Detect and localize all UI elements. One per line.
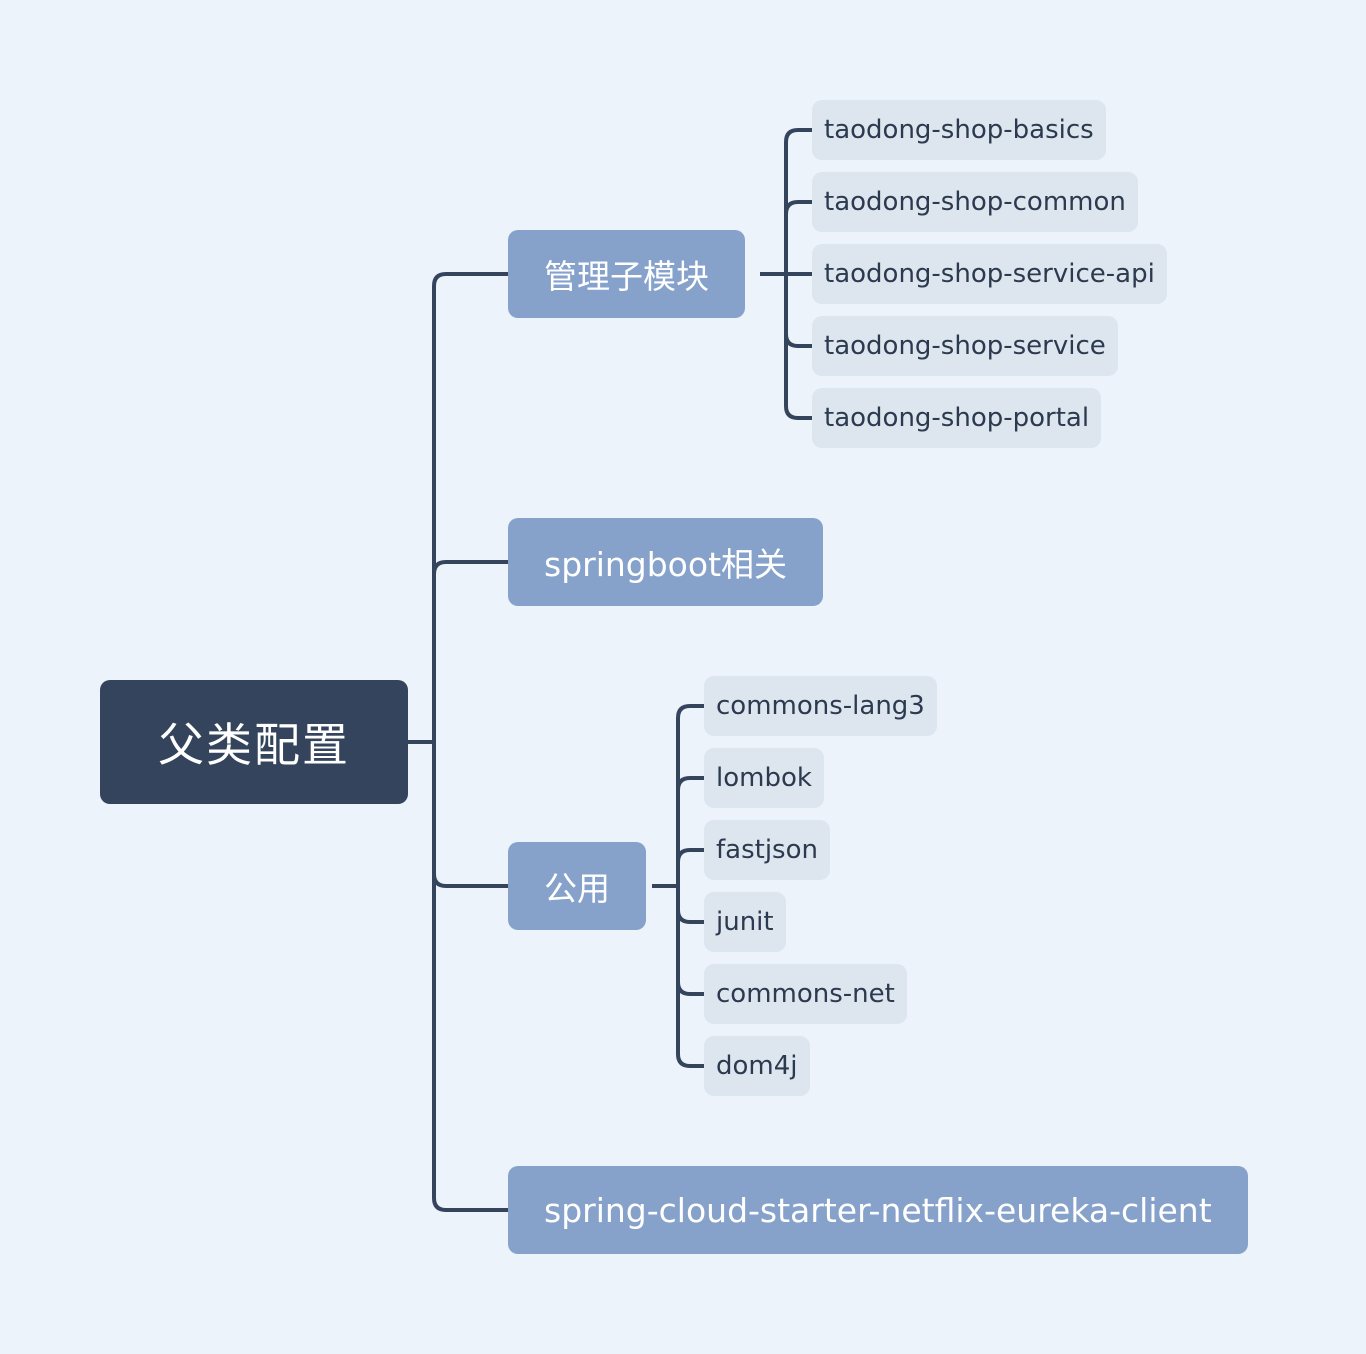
branch1-child-connector-2	[784, 200, 812, 215]
subtopic-lombok[interactable]: lombok	[704, 748, 824, 808]
branch3-child-connector-4	[676, 909, 704, 924]
branch-connector-2	[432, 560, 508, 575]
root-topic[interactable]: 父类配置	[100, 680, 408, 804]
branch-topic-eureka-client[interactable]: spring-cloud-starter-netflix-eureka-clie…	[508, 1166, 1248, 1254]
branch-connector-3	[432, 873, 508, 888]
subtopic-dom4j[interactable]: dom4j	[704, 1036, 810, 1096]
subtopic-taodong-shop-service[interactable]: taodong-shop-service	[812, 316, 1118, 376]
subtopic-taodong-shop-common[interactable]: taodong-shop-common	[812, 172, 1138, 232]
subtopic-fastjson[interactable]: fastjson	[704, 820, 830, 880]
subtopic-commons-net[interactable]: commons-net	[704, 964, 907, 1024]
branch3-spine	[676, 704, 691, 1068]
branch-topic-common[interactable]: 公用	[508, 842, 646, 930]
branch-topic-springboot[interactable]: springboot相关	[508, 518, 824, 606]
branch-topic-submodules[interactable]: 管理子模块	[508, 230, 745, 318]
branch3-child-connector-3	[676, 848, 704, 863]
subtopic-junit[interactable]: junit	[704, 892, 786, 952]
trunk-line	[432, 272, 447, 1212]
subtopic-taodong-shop-portal[interactable]: taodong-shop-portal	[812, 388, 1102, 448]
subtopic-commons-lang3[interactable]: commons-lang3	[704, 676, 937, 736]
subtopic-taodong-shop-basics[interactable]: taodong-shop-basics	[812, 100, 1106, 160]
branch1-child-connector-4	[784, 333, 812, 348]
subtopic-taodong-shop-service-api[interactable]: taodong-shop-service-api	[812, 244, 1167, 304]
branch3-child-connector-2	[676, 776, 704, 791]
branch3-child-connector-5	[676, 981, 704, 996]
